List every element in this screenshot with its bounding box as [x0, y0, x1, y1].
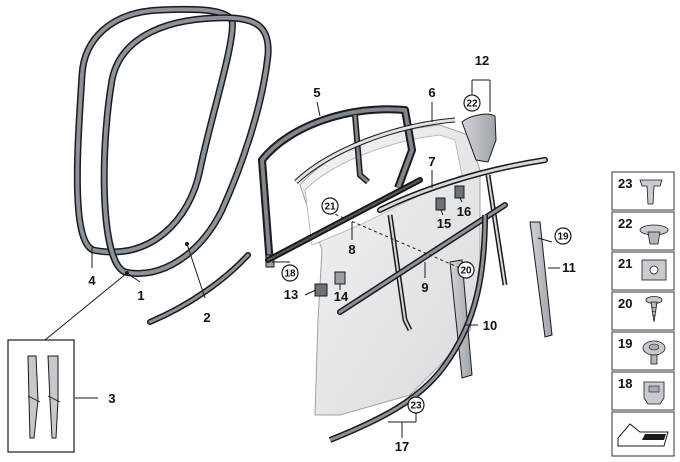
- rear-window-channel: [529, 221, 553, 338]
- callout-13: 13: [284, 287, 298, 302]
- callout-11: 11: [562, 260, 576, 275]
- frame-trim-upper: [294, 117, 456, 184]
- svg-text:21: 21: [324, 202, 336, 213]
- circled-ref-20: 20: [457, 261, 475, 279]
- key-cell-18: 18: [611, 371, 675, 411]
- inset-box-part-3: [7, 339, 75, 453]
- triangle-trim-cover: [461, 113, 497, 163]
- sill-seal-strip: [147, 252, 251, 325]
- callout-15: 15: [437, 216, 451, 231]
- callout-10: 10: [483, 318, 497, 333]
- callout-6: 6: [428, 85, 435, 100]
- svg-text:22: 22: [618, 216, 632, 231]
- leader-lines-left: [44, 243, 206, 399]
- circled-ref-21: 21: [321, 197, 339, 215]
- expanding-rivet-icon: [639, 179, 663, 205]
- svg-text:20: 20: [618, 296, 632, 311]
- circled-ref-18: 18: [281, 264, 299, 282]
- key-cell-21: 21: [611, 251, 675, 291]
- callout-4: 4: [88, 273, 96, 288]
- svg-text:20: 20: [460, 266, 472, 277]
- svg-text:21: 21: [618, 256, 632, 271]
- belt-seal-inner: [265, 177, 423, 263]
- door-seal-outer: [73, 5, 236, 256]
- svg-text:18: 18: [284, 269, 296, 280]
- svg-text:18: 18: [618, 376, 632, 391]
- callout-14: 14: [334, 289, 349, 304]
- callout-12: 12: [475, 53, 489, 68]
- direction-arrow-icon: [617, 423, 669, 447]
- parts-key-column: 23 22 21 20: [611, 171, 675, 457]
- expanding-nut-icon: [639, 224, 669, 245]
- window-guide-rail: [377, 157, 548, 332]
- door-seal-inner: [100, 14, 272, 277]
- key-cell-20: 20: [611, 291, 675, 331]
- svg-text:23: 23: [618, 176, 632, 191]
- circled-ref-19: 19: [554, 227, 572, 245]
- callout-1: 1: [137, 288, 144, 303]
- svg-text:19: 19: [618, 336, 632, 351]
- callout-5: 5: [313, 85, 320, 100]
- bolt-icon: [642, 340, 666, 365]
- callout-7: 7: [428, 154, 435, 169]
- circled-ref-22: 22: [463, 94, 481, 112]
- svg-text:22: 22: [466, 99, 478, 110]
- belt-seal-outer: [337, 202, 508, 315]
- key-cell-19: 19: [611, 331, 675, 371]
- leader-lines-right: [272, 79, 560, 438]
- spring-nut-icon: [641, 259, 667, 281]
- circled-ref-23: 23: [407, 396, 425, 414]
- callout-17: 17: [395, 439, 409, 454]
- key-cell-direction: [611, 411, 675, 457]
- callout-3: 3: [108, 391, 115, 406]
- screw-icon: [645, 296, 663, 323]
- key-cell-23: 23: [611, 171, 675, 211]
- svg-text:19: 19: [557, 232, 569, 243]
- svg-text:23: 23: [410, 401, 422, 412]
- door-bottom-seal: [328, 214, 488, 443]
- key-cell-22: 22: [611, 211, 675, 251]
- callout-16: 16: [457, 204, 471, 219]
- callout-2: 2: [203, 310, 210, 325]
- callout-8: 8: [348, 242, 355, 257]
- clip-icon: [643, 381, 665, 405]
- callout-9: 9: [421, 280, 428, 295]
